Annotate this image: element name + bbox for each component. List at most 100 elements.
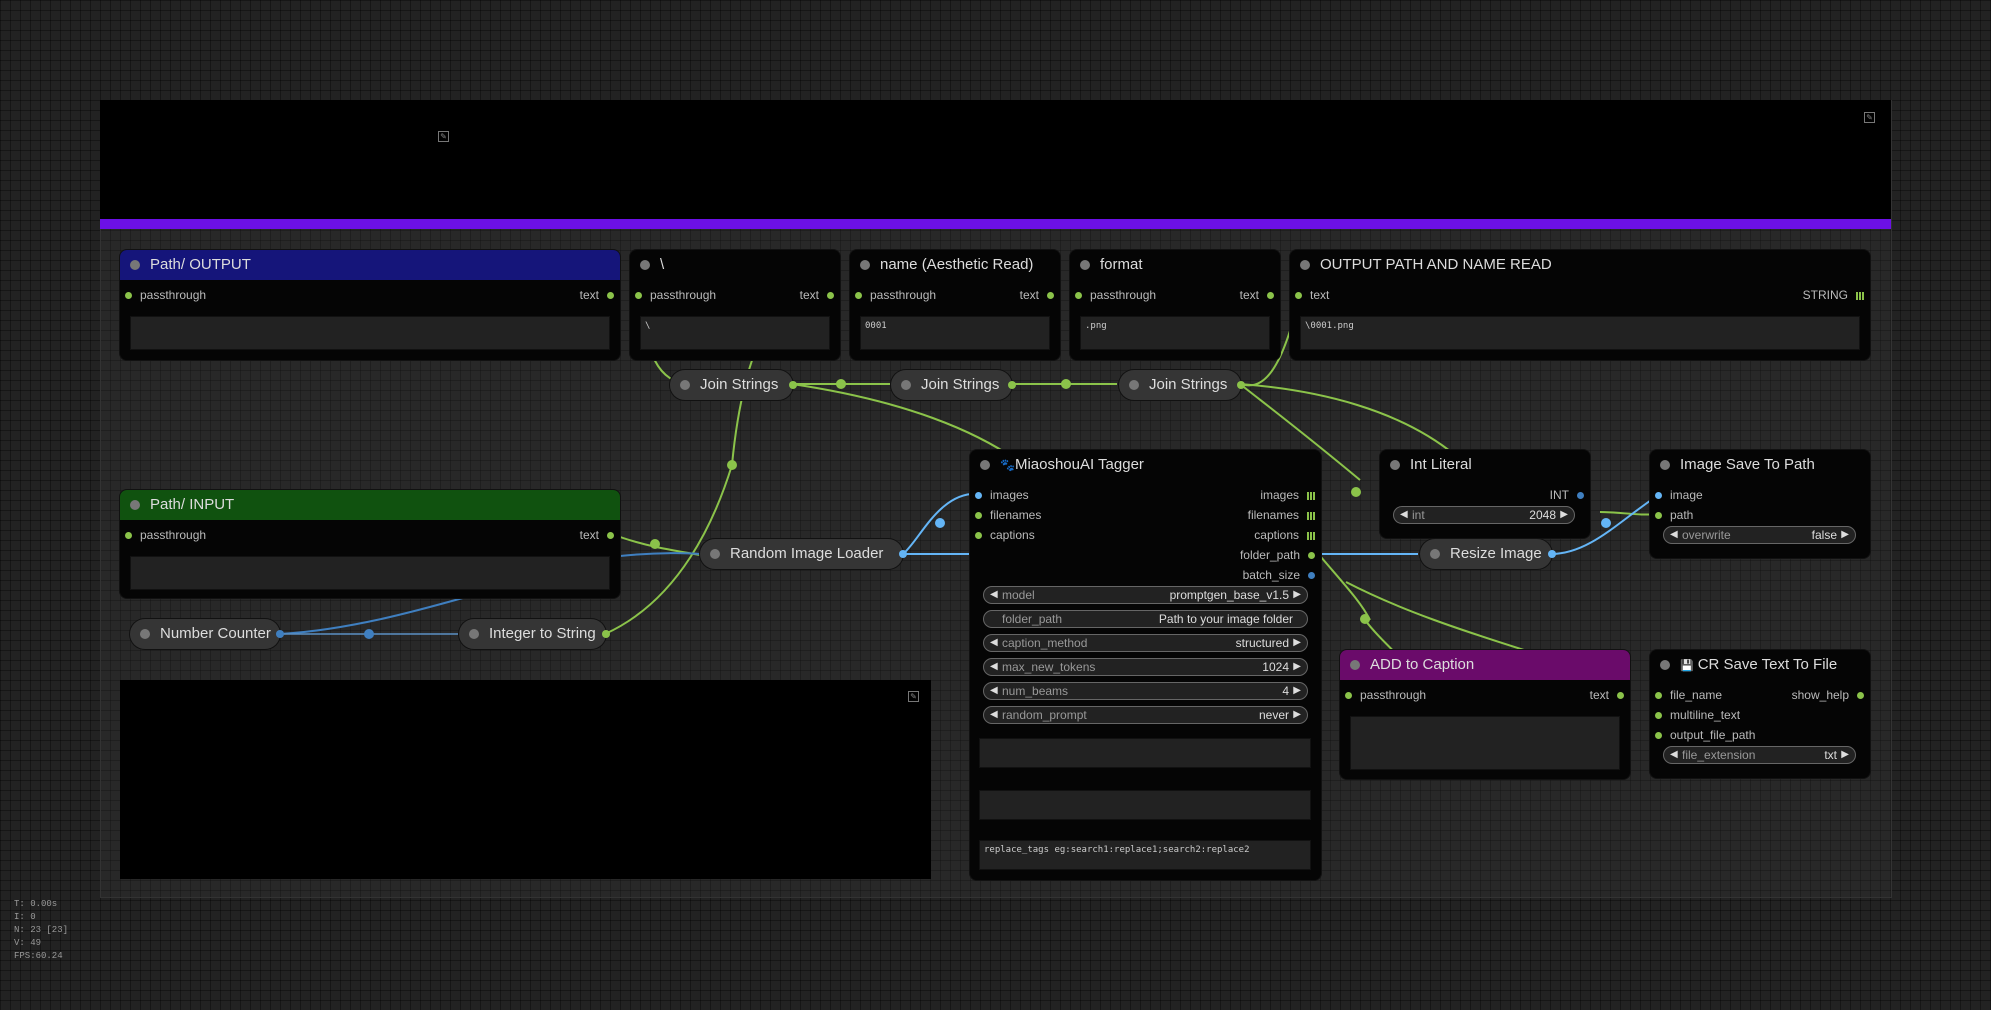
node-title[interactable]: format <box>1070 250 1280 280</box>
input-slot-file-name[interactable]: file_name <box>1655 688 1722 702</box>
collapse-dot[interactable] <box>1390 460 1400 470</box>
arrow-left-icon[interactable]: ◀ <box>990 589 998 600</box>
input-slot-passthrough[interactable]: passthrough <box>125 528 206 542</box>
node-title[interactable]: 💾CR Save Text To File <box>1650 650 1870 680</box>
input-slot-text[interactable]: text <box>1295 288 1329 302</box>
arrow-left-icon[interactable]: ◀ <box>1670 749 1678 760</box>
text-input[interactable]: 0001 <box>860 316 1050 350</box>
node-title[interactable]: Path/ OUTPUT <box>120 250 620 280</box>
arrow-right-icon[interactable]: ▶ <box>1293 685 1301 696</box>
node-name-aesthetic-read[interactable]: name (Aesthetic Read) passthrough text 0… <box>850 250 1060 360</box>
node-join-strings-3[interactable]: Join Strings <box>1119 370 1245 400</box>
text-input[interactable] <box>130 316 610 350</box>
node-path-output[interactable]: Path/ OUTPUT passthrough text <box>120 250 620 360</box>
replace-tags-textarea[interactable]: replace_tags eg:search1:replace1;search2… <box>979 840 1311 870</box>
output-slot-filenames[interactable]: filenames <box>1248 508 1315 522</box>
bottom-note[interactable]: ✎ <box>120 680 931 879</box>
node-title[interactable]: 🐾MiaoshouAI Tagger <box>970 450 1321 480</box>
arrow-left-icon[interactable]: ◀ <box>1400 509 1408 520</box>
collapse-dot[interactable] <box>901 380 911 390</box>
collapse-dot[interactable] <box>1660 660 1670 670</box>
node-title[interactable]: Int Literal <box>1380 450 1590 480</box>
top-note[interactable]: ✎ ✎ <box>100 100 1891 219</box>
node-number-counter[interactable]: Number Counter <box>130 619 284 649</box>
node-path-input[interactable]: Path/ INPUT passthrough text <box>120 490 620 598</box>
arrow-right-icon[interactable]: ▶ <box>1293 661 1301 672</box>
input-slot-output-file-path[interactable]: output_file_path <box>1655 728 1755 742</box>
edit-icon[interactable]: ✎ <box>438 131 449 142</box>
node-output-path-read[interactable]: OUTPUT PATH AND NAME READ text STRING \0… <box>1290 250 1870 360</box>
collapse-dot[interactable] <box>860 260 870 270</box>
input-slot-path[interactable]: path <box>1655 508 1693 522</box>
output-dot[interactable] <box>789 381 797 389</box>
collapse-dot[interactable] <box>680 380 690 390</box>
input-slot-multiline-text[interactable]: multiline_text <box>1655 708 1740 722</box>
output-slot-int[interactable]: INT <box>1550 488 1584 502</box>
arrow-left-icon[interactable]: ◀ <box>990 709 998 720</box>
node-title[interactable]: Path/ INPUT <box>120 490 620 520</box>
arrow-right-icon[interactable]: ▶ <box>1293 709 1301 720</box>
text-input[interactable]: \0001.png <box>1300 316 1860 350</box>
input-slot-passthrough[interactable]: passthrough <box>125 288 206 302</box>
arrow-right-icon[interactable]: ▶ <box>1293 589 1301 600</box>
output-dot[interactable] <box>1548 550 1556 558</box>
input-slot-filenames[interactable]: filenames <box>975 508 1041 522</box>
arrow-left-icon[interactable]: ◀ <box>1670 529 1678 540</box>
prompt-textarea[interactable] <box>979 738 1311 768</box>
node-integer-to-string[interactable]: Integer to String <box>459 619 610 649</box>
output-slot-text[interactable]: text <box>1240 288 1274 302</box>
output-dot[interactable] <box>1008 381 1016 389</box>
input-slot-image[interactable]: image <box>1655 488 1703 502</box>
collapse-dot[interactable] <box>1129 380 1139 390</box>
arrow-right-icon[interactable]: ▶ <box>1841 749 1849 760</box>
collapse-dot[interactable] <box>710 549 720 559</box>
edit-icon[interactable]: ✎ <box>908 691 919 702</box>
output-slot-folder-path[interactable]: folder_path <box>1240 548 1315 562</box>
collapse-dot[interactable] <box>140 629 150 639</box>
arrow-right-icon[interactable]: ▶ <box>1560 509 1568 520</box>
collapse-dot[interactable] <box>130 500 140 510</box>
collapse-dot[interactable] <box>1080 260 1090 270</box>
output-slot-captions[interactable]: captions <box>1254 528 1315 542</box>
output-slot-batch-size[interactable]: batch_size <box>1243 568 1315 582</box>
input-slot-passthrough[interactable]: passthrough <box>1075 288 1156 302</box>
input-slot-passthrough[interactable]: passthrough <box>635 288 716 302</box>
node-title[interactable]: Image Save To Path <box>1650 450 1870 480</box>
node-join-strings-1[interactable]: Join Strings <box>670 370 797 400</box>
arrow-left-icon[interactable]: ◀ <box>990 661 998 672</box>
output-slot-text[interactable]: text <box>580 288 614 302</box>
collapse-dot[interactable] <box>1300 260 1310 270</box>
input-slot-passthrough[interactable]: passthrough <box>855 288 936 302</box>
node-cr-save-text-to-file[interactable]: 💾CR Save Text To File file_name multilin… <box>1650 650 1870 778</box>
output-slot-text[interactable]: text <box>1020 288 1054 302</box>
output-slot-text[interactable]: text <box>1590 688 1624 702</box>
output-dot[interactable] <box>602 630 610 638</box>
output-slot-text[interactable]: text <box>580 528 614 542</box>
collapse-dot[interactable] <box>980 460 990 470</box>
node-add-to-caption[interactable]: ADD to Caption passthrough text <box>1340 650 1630 779</box>
node-join-strings-2[interactable]: Join Strings <box>891 370 1016 400</box>
input-slot-images[interactable]: images <box>975 488 1029 502</box>
collapse-dot[interactable] <box>469 629 479 639</box>
node-backslash[interactable]: \ passthrough text \ <box>630 250 840 360</box>
collapse-dot[interactable] <box>1660 460 1670 470</box>
node-random-image-loader[interactable]: Random Image Loader <box>700 539 907 569</box>
node-title[interactable]: \ <box>630 250 840 280</box>
output-dot[interactable] <box>276 630 284 638</box>
node-title[interactable]: OUTPUT PATH AND NAME READ <box>1290 250 1870 280</box>
node-resize-image[interactable]: Resize Image <box>1420 539 1556 569</box>
output-slot-images[interactable]: images <box>1260 488 1315 502</box>
node-title[interactable]: ADD to Caption <box>1340 650 1630 680</box>
node-title[interactable]: name (Aesthetic Read) <box>850 250 1060 280</box>
arrow-left-icon[interactable]: ◀ <box>990 685 998 696</box>
input-slot-passthrough[interactable]: passthrough <box>1345 688 1426 702</box>
collapse-dot[interactable] <box>1350 660 1360 670</box>
